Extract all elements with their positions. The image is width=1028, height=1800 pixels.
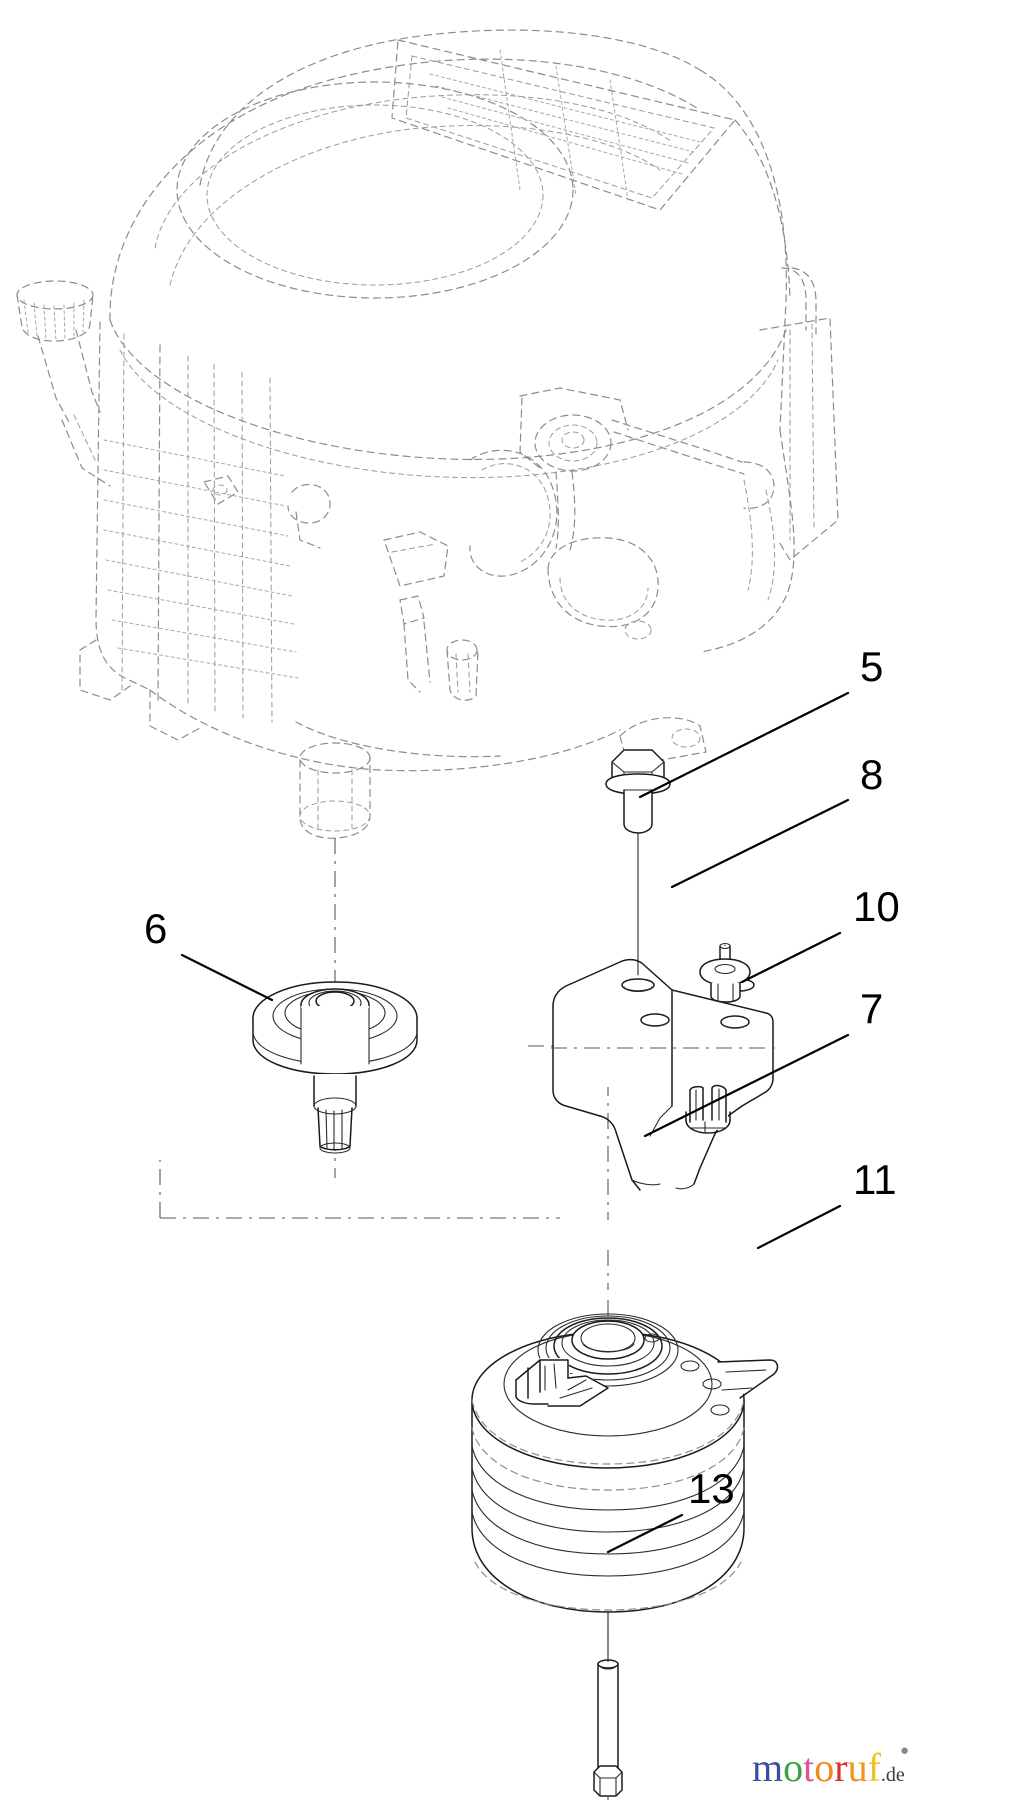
callout-leader-lines	[180, 691, 850, 1554]
watermark-letter-o1: o	[783, 1745, 804, 1790]
watermark-dot-accent: ●	[900, 1743, 910, 1759]
oil-fill-cap-ghost	[16, 280, 111, 487]
clutch-electrical-connector	[515, 1358, 609, 1407]
part-engine-drive-pulley	[252, 981, 418, 1154]
callout-number-7[interactable]: 7	[860, 985, 884, 1032]
watermark-letter-u: u	[847, 1745, 868, 1790]
leader-10	[740, 931, 842, 984]
leader-6	[180, 953, 274, 1002]
bracket-bolt-hole	[621, 978, 655, 993]
callout-number-11[interactable]: 11	[853, 1156, 897, 1203]
part-rubber-bumper	[699, 942, 751, 1003]
assembly-centerlines	[159, 829, 760, 1800]
leader-11	[756, 1204, 842, 1250]
watermark-letter-f: f	[867, 1745, 881, 1790]
part-clutch-retaining-bolt	[593, 1611, 623, 1797]
bracket-hole	[640, 1013, 670, 1027]
part-flange-hex-bolt	[605, 749, 671, 834]
engine-ghost-outline	[16, 29, 839, 839]
callout-number-5[interactable]: 5	[860, 643, 884, 690]
leader-5	[638, 691, 850, 799]
callout-number-13[interactable]: 13	[688, 1465, 735, 1512]
callout-number-8[interactable]: 8	[860, 751, 884, 798]
leader-7	[643, 1033, 850, 1138]
part-electric-pto-clutch	[471, 1313, 779, 1613]
watermark-letter-r: r	[834, 1745, 848, 1790]
engine-accessory-ghost	[203, 387, 775, 701]
watermark-letter-m: m	[752, 1745, 784, 1790]
motoruf-watermark: motoruf.de ●	[752, 1744, 909, 1790]
watermark-letter-t: t	[803, 1745, 815, 1790]
part-mounting-bracket	[551, 958, 776, 1191]
bracket-hole	[720, 1015, 750, 1029]
watermark-suffix: .de	[880, 1764, 905, 1786]
callout-number-10[interactable]: 10	[853, 883, 900, 930]
callout-number-6[interactable]: 6	[144, 905, 168, 952]
leader-13	[606, 1513, 684, 1554]
leader-8	[670, 798, 850, 889]
part-wire-harness-clip	[685, 1084, 731, 1134]
watermark-letter-o2: o	[814, 1745, 835, 1790]
crankshaft-boss-ghost	[299, 742, 371, 839]
